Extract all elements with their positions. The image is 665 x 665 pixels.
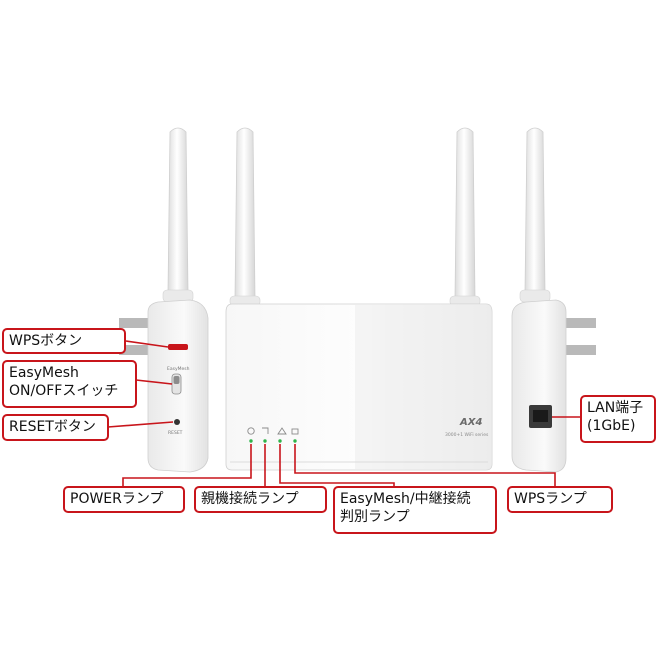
- front-left-antenna: [229, 127, 261, 307]
- lan-port-callout-line1: LAN端子: [587, 400, 644, 416]
- wps-lamp-led: [293, 439, 297, 443]
- wps-lamp-leader: [294, 444, 556, 486]
- easymesh-lamp-callout-line2: 判別ランプ: [340, 509, 410, 525]
- reset-button-callout-text: RESETボタン: [9, 419, 96, 435]
- left-plug-prongs: [119, 318, 161, 355]
- right-antenna-hinge: [519, 289, 551, 303]
- power-lamp-leader: [122, 444, 252, 486]
- front-body-shade: [355, 304, 492, 470]
- lan-port-inner: [533, 410, 548, 422]
- wps-lamp-callout: WPSランプ: [507, 486, 613, 513]
- easymesh-switch-knob: [173, 376, 180, 384]
- wps-lamp-icon: [291, 428, 299, 435]
- parent-lamp-callout-text: 親機接続ランプ: [201, 491, 299, 507]
- right-side-view: [511, 127, 596, 473]
- reset-button-callout: RESETボタン: [2, 414, 109, 441]
- power-lamp-callout: POWERランプ: [63, 486, 185, 513]
- easymesh-switch-callout-line1: EasyMesh: [9, 365, 79, 381]
- status-lamps: [249, 439, 297, 443]
- wps-button-callout: WPSボタン: [2, 328, 126, 354]
- parent-lamp-callout: 親機接続ランプ: [194, 486, 327, 513]
- wps-button-highlight: [168, 344, 188, 350]
- power-lamp-callout-text: POWERランプ: [70, 491, 164, 507]
- reset-button-leader: [107, 421, 174, 428]
- front-view: [225, 303, 493, 471]
- parent-lamp-icon: [262, 427, 269, 434]
- easymesh-lamp-leader: [279, 444, 395, 486]
- wps-button-callout-text: WPSボタン: [9, 333, 83, 349]
- easymesh-lamp-callout-line1: EasyMesh/中継接続: [340, 491, 471, 507]
- easymesh-lamp-callout: EasyMesh/中継接続 判別ランプ: [333, 486, 497, 534]
- power-lamp-icon: [247, 427, 255, 435]
- right-side-body: [511, 299, 567, 473]
- left-side-view: [119, 127, 209, 473]
- status-lamp-icons: [247, 427, 299, 435]
- parent-lamp-led: [263, 439, 267, 443]
- right-antenna: [524, 127, 546, 293]
- right-plug-prongs: [556, 318, 596, 355]
- lan-port-callout: LAN端子 (1GbE): [580, 395, 656, 443]
- left-antenna: [167, 127, 189, 293]
- easymesh-switch-leader: [135, 379, 173, 385]
- easymesh-lamp-led: [278, 439, 282, 443]
- easymesh-switch-callout-line2: ON/OFFスイッチ: [9, 383, 119, 399]
- wps-lamp-callout-text: WPSランプ: [514, 491, 587, 507]
- easymesh-switch-callout: EasyMesh ON/OFFスイッチ: [2, 360, 137, 408]
- easymesh-lamp-icon: [277, 427, 287, 435]
- front-right-antenna: [449, 127, 481, 307]
- leader-lines: [107, 340, 580, 486]
- lan-port-callout-line2: (1GbE): [587, 418, 636, 434]
- wps-button-leader: [125, 340, 169, 348]
- reset-hole: [174, 419, 180, 425]
- power-lamp-led: [249, 439, 253, 443]
